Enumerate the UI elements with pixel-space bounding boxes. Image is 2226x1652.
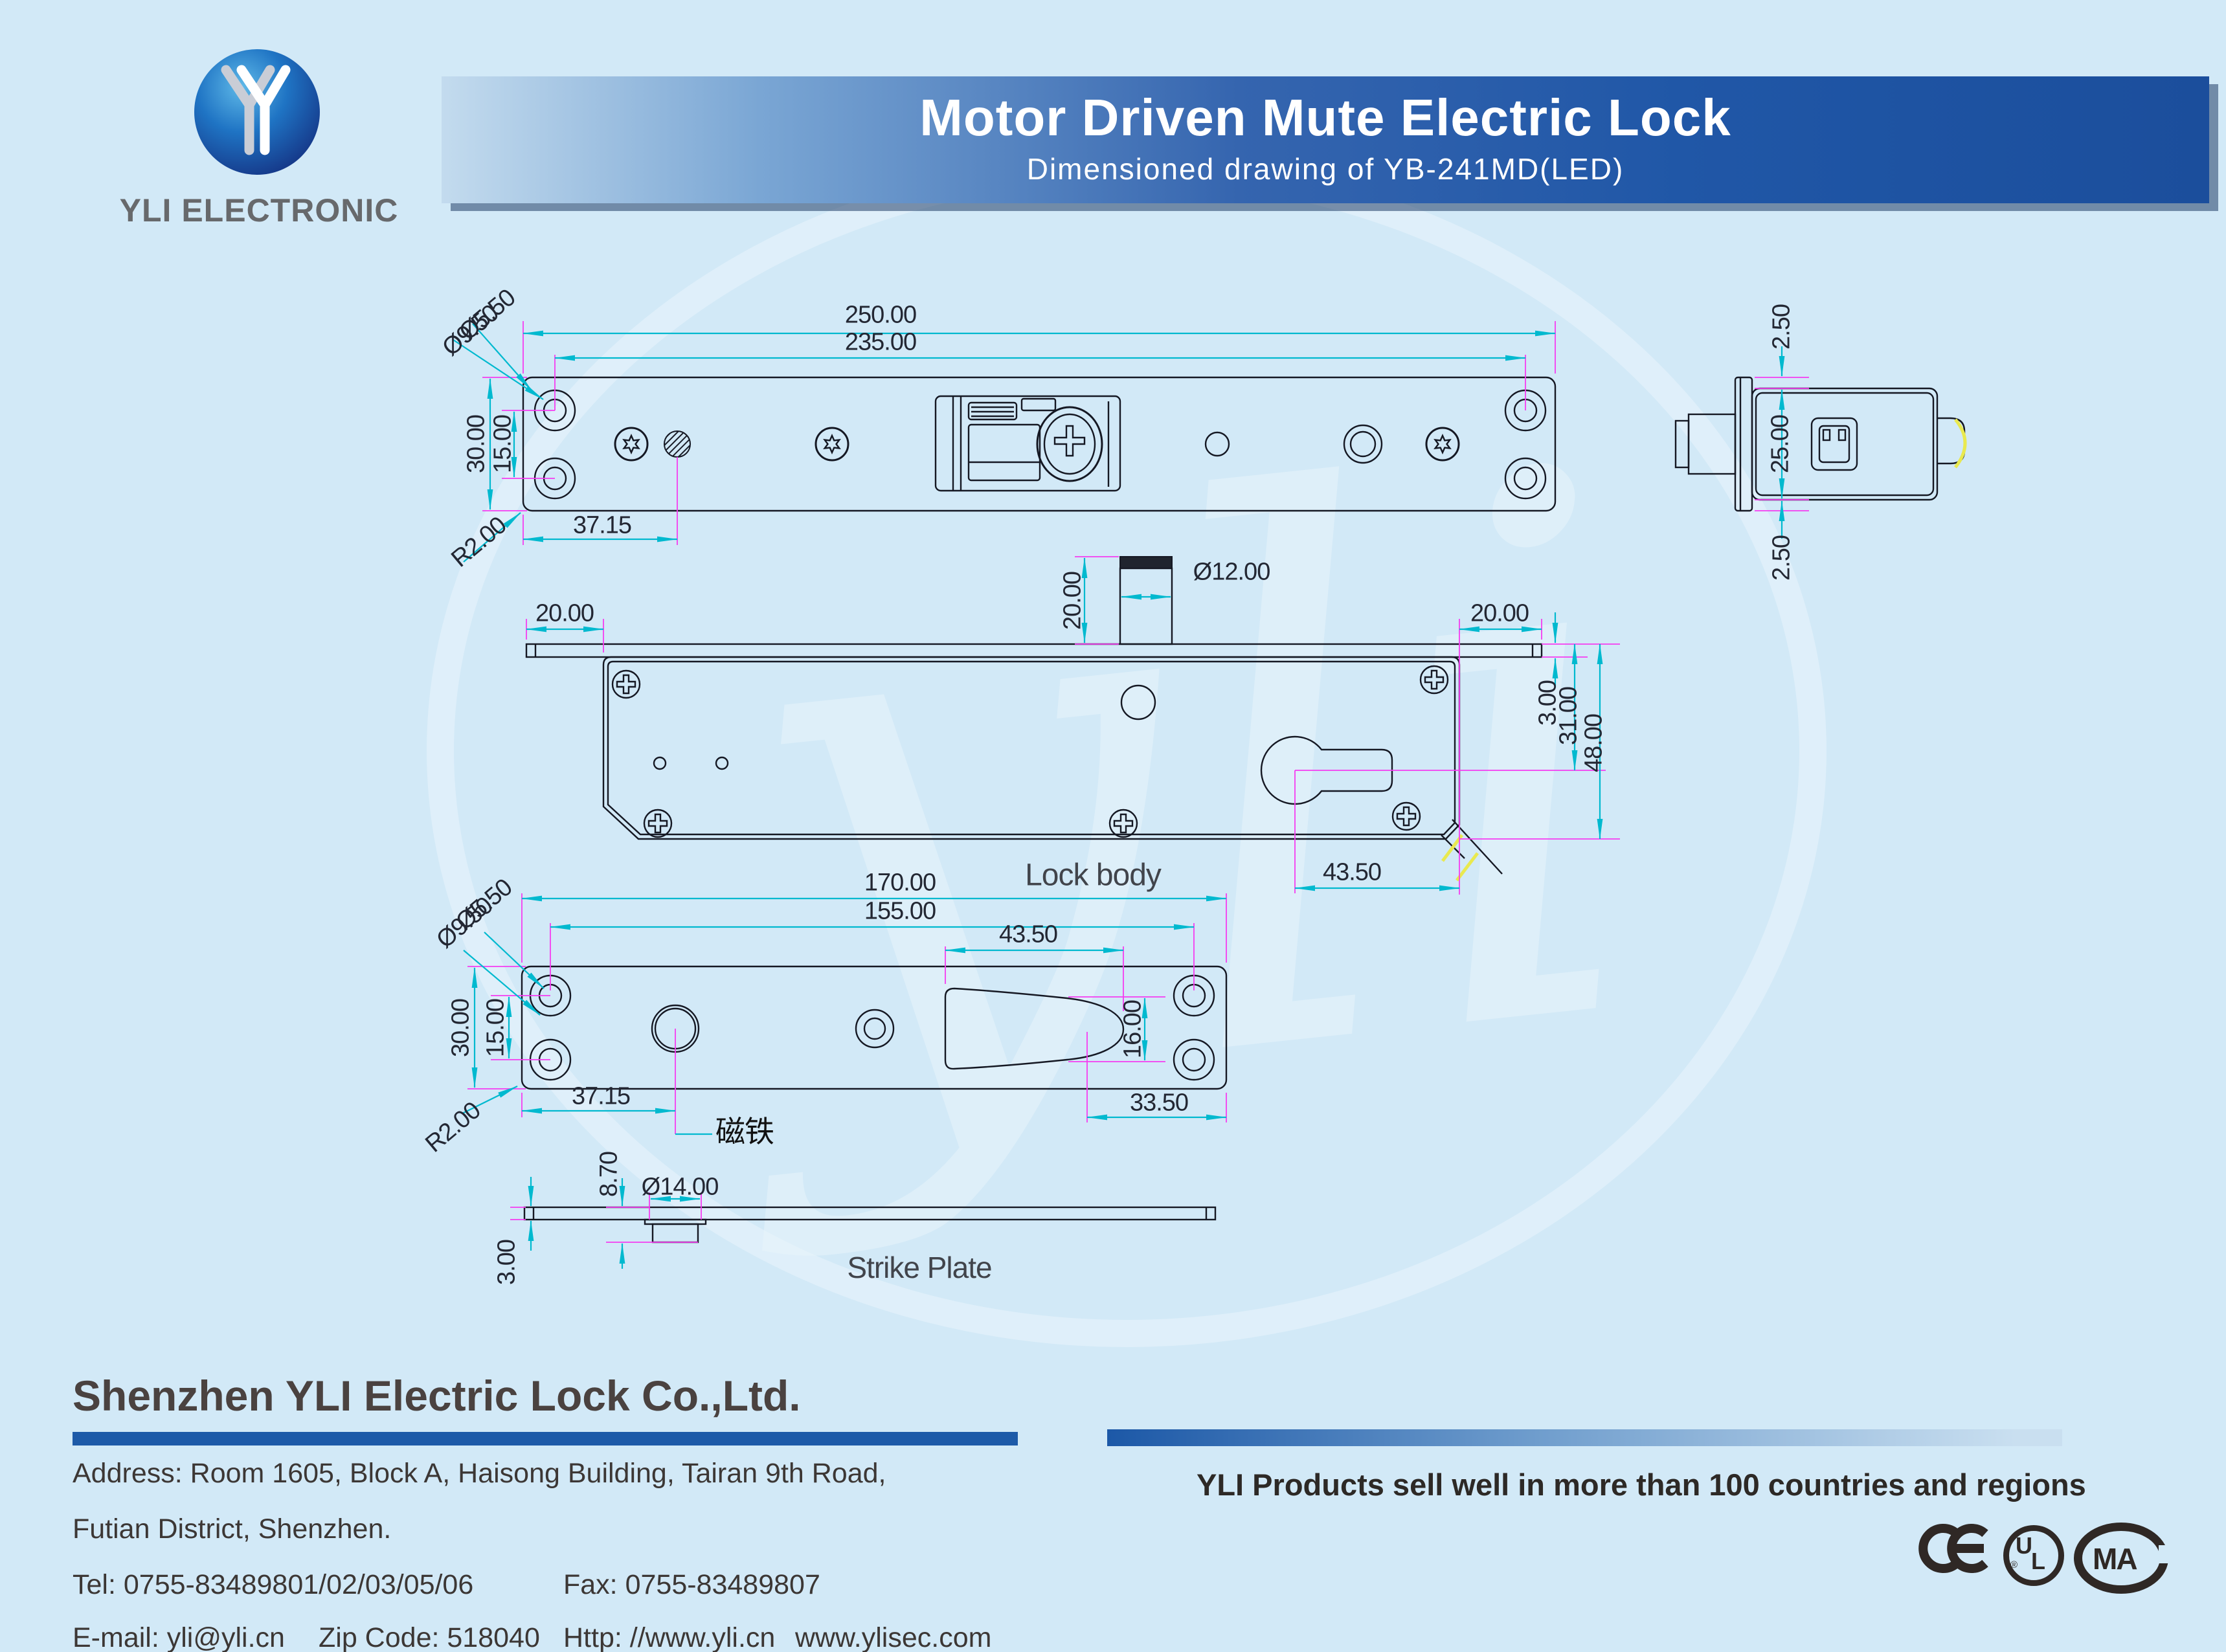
- header-banner: Motor Driven Mute Electric Lock Dimensio…: [442, 76, 2209, 203]
- dim-cup-depth: 8.70: [595, 1152, 623, 1197]
- dim-flange-lip-top: 2.50: [1768, 304, 1795, 350]
- email-address[interactable]: E-mail: yli@yli.cn: [73, 1622, 285, 1652]
- company-name: Shenzhen YLI Electric Lock Co.,Ltd.: [73, 1372, 801, 1420]
- lock-side-view: [1674, 346, 1967, 539]
- dim-bolt-throw: 20.00: [1059, 571, 1086, 631]
- dim-cup-dia: Ø14.00: [641, 1173, 719, 1201]
- page-title: Motor Driven Mute Electric Lock: [919, 89, 1731, 146]
- dim-magnet-offset: 37.15: [572, 511, 632, 539]
- slogan-text: YLI Products sell well in more than 100 …: [1197, 1468, 2086, 1502]
- address-line-1: Address: Room 1605, Block A, Haisong Bui…: [73, 1458, 886, 1489]
- divider-bar-left: [73, 1432, 1018, 1446]
- address-line-2: Futian District, Shenzhen.: [73, 1513, 392, 1545]
- dim-bar-overhang-right: 20.00: [1470, 599, 1529, 627]
- dim-flange-lip-bottom: 2.50: [1768, 535, 1795, 581]
- dim-strike-thickness: 3.00: [493, 1240, 521, 1285]
- dim-strike-length: 170.00: [864, 869, 936, 897]
- dim-strike-width: 30.00: [447, 998, 475, 1058]
- dim-hole-span: 235.00: [844, 328, 917, 356]
- tel-number: Tel: 0755-83489801/02/03/05/06: [73, 1569, 474, 1600]
- dim-slot-width: 43.50: [998, 921, 1058, 948]
- cma-letters: MA: [2093, 1542, 2138, 1576]
- dim-plate-width: 30.00: [462, 414, 490, 474]
- dim-bar-overhang-left: 20.00: [535, 599, 594, 627]
- svg-text:yli: yli: [667, 315, 1684, 1273]
- lock-body-caption: Lock body: [1025, 858, 1162, 893]
- faceplate-top-view: [453, 321, 1557, 563]
- dim-body-height: 48.00: [1580, 713, 1608, 773]
- dim-body-thickness: 25.00: [1766, 414, 1794, 474]
- page-subtitle: Dimensioned drawing of YB-241MD(LED): [1026, 152, 1625, 186]
- zip-code: Zip Code: 518040: [319, 1622, 540, 1652]
- yli-watermark: yli: [427, 155, 1827, 1347]
- ul-letter-l: L: [2031, 1548, 2045, 1574]
- dim-keyhole-depth: 31.00: [1555, 686, 1582, 746]
- strike-top-dimensions: [462, 893, 1227, 1135]
- dim-strike-hole-pitch: 15.00: [482, 998, 510, 1058]
- dim-keyhole-offset: 43.50: [1322, 858, 1382, 886]
- logo-mark: [194, 49, 320, 175]
- ul-registered-symbol: ®: [2010, 1559, 2018, 1570]
- side-view-dimensions: [1755, 346, 1809, 539]
- lock-body-dimensions: [526, 556, 1620, 895]
- ul-mark-icon: U L ®: [2003, 1525, 2064, 1586]
- dim-slot-edge-offset: 33.50: [1129, 1089, 1189, 1117]
- lock-body-front-view: [525, 556, 1620, 895]
- ul-letter-u: U: [2016, 1532, 2032, 1559]
- dim-bolt-dia: Ø12.00: [1193, 558, 1271, 586]
- ce-mark-icon: [1918, 1524, 1988, 1573]
- website-url[interactable]: Http: //www.yli.cn: [563, 1622, 776, 1652]
- logo-text: YLI ELECTRONIC: [119, 192, 399, 229]
- dim-hole-pitch: 15.00: [489, 414, 517, 474]
- dim-overall-length: 250.00: [844, 301, 917, 329]
- fax-number: Fax: 0755-83489807: [563, 1569, 820, 1600]
- dim-slot-height: 16.00: [1119, 999, 1147, 1059]
- motor-assembly: [934, 395, 1121, 492]
- strike-side-dimensions: [510, 1177, 702, 1269]
- strike-plate-top-view: [462, 893, 1228, 1135]
- strike-plate-caption: Strike Plate: [847, 1251, 992, 1284]
- strike-plate-side-view: [510, 1177, 1217, 1269]
- divider-bar-right: [1107, 1429, 2062, 1446]
- dim-strike-hole-span: 155.00: [864, 897, 936, 925]
- magnet-label: 磁铁: [715, 1115, 774, 1148]
- dim-strike-magnet-offset: 37.15: [571, 1082, 631, 1110]
- cma-mark-icon: MA: [2074, 1523, 2170, 1594]
- cable-wire: [1954, 418, 1967, 469]
- website-url-2[interactable]: www.ylisec.com: [795, 1622, 992, 1652]
- top-view-dimensions: [453, 321, 1556, 563]
